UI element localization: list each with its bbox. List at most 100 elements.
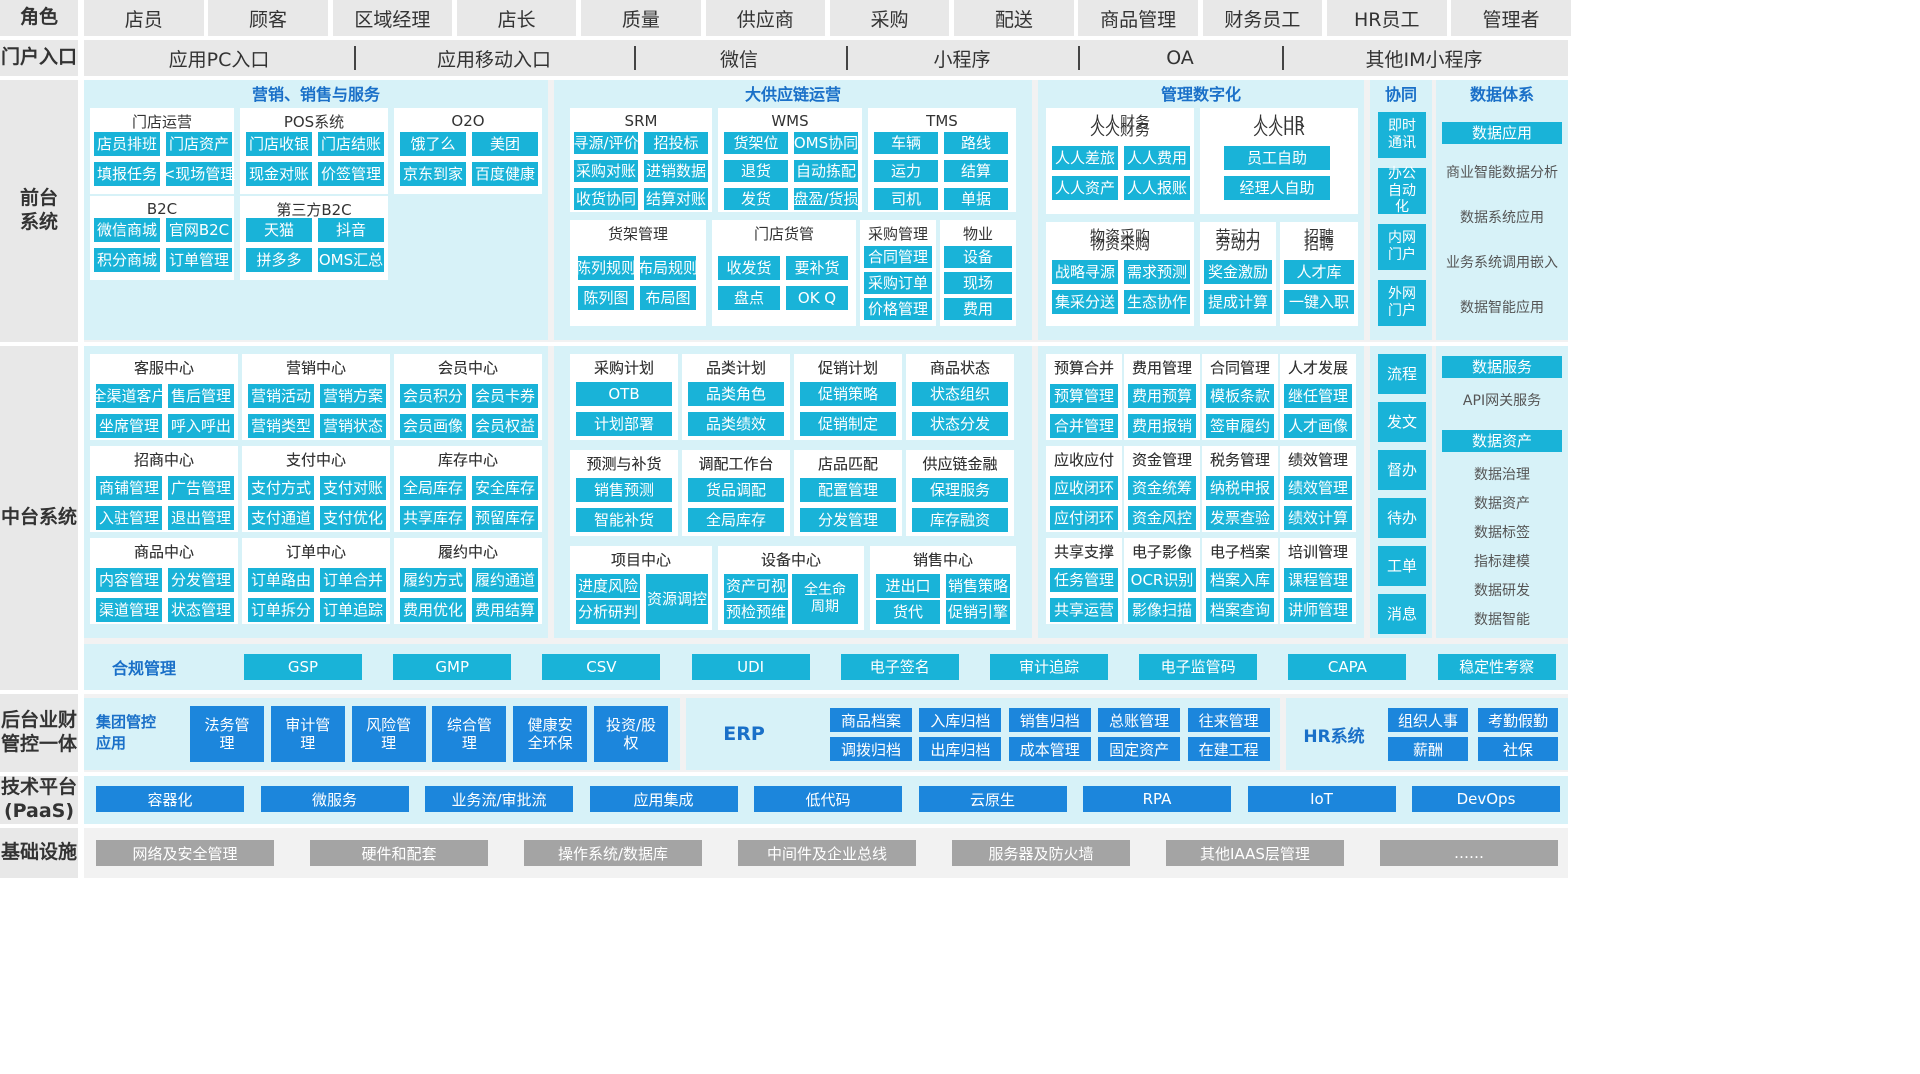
module-chip[interactable]: 货品调配 bbox=[688, 478, 784, 502]
module-chip[interactable]: 现场 bbox=[944, 272, 1012, 294]
module-chip[interactable]: 状态管理 bbox=[168, 598, 234, 622]
module-chip[interactable]: 人才画像 bbox=[1284, 414, 1352, 438]
module-chip[interactable]: 经理人自助 bbox=[1224, 176, 1330, 200]
module-chip[interactable]: 营销类型 bbox=[248, 414, 314, 438]
module-chip[interactable]: 入驻管理 bbox=[96, 506, 162, 530]
compliance-chip[interactable]: UDI bbox=[691, 654, 810, 680]
module-chip[interactable]: 计划部署 bbox=[576, 412, 672, 436]
module-chip[interactable]: <现场管理 bbox=[163, 162, 235, 186]
group-chip[interactable]: 风险管理 bbox=[351, 706, 426, 762]
module-chip[interactable]: 单据 bbox=[944, 188, 1008, 210]
module-chip[interactable]: 结算 bbox=[944, 160, 1008, 182]
module-chip[interactable]: 自动拣配 bbox=[794, 160, 858, 182]
module-chip[interactable]: 签审履约 bbox=[1206, 414, 1274, 438]
module-chip[interactable]: 生态协作 bbox=[1124, 290, 1190, 314]
tech-chip[interactable]: 微服务 bbox=[260, 786, 409, 812]
module-chip[interactable]: 全局库存 bbox=[400, 476, 466, 500]
module-chip[interactable]: 盘盈/货损 bbox=[793, 188, 859, 210]
module-chip[interactable]: 退货 bbox=[724, 160, 788, 182]
group-chip[interactable]: 综合管理 bbox=[432, 706, 507, 762]
module-chip[interactable]: 需求预测 bbox=[1124, 260, 1190, 284]
module-chip[interactable]: 价签管理 bbox=[318, 162, 384, 186]
module-chip[interactable]: 招投标 bbox=[644, 132, 708, 154]
hr-chip[interactable]: 社保 bbox=[1478, 737, 1558, 761]
flow-chip[interactable]: 发文 bbox=[1378, 402, 1426, 442]
module-chip[interactable]: 费用报销 bbox=[1128, 414, 1196, 438]
erp-chip[interactable]: 出库归档 bbox=[919, 737, 1002, 761]
module-chip[interactable]: 数据服务 bbox=[1442, 356, 1562, 378]
module-chip[interactable]: 货架位 bbox=[724, 132, 788, 154]
tech-chip[interactable]: 低代码 bbox=[754, 786, 902, 812]
portal-entry[interactable]: 应用PC入口 bbox=[168, 48, 270, 71]
module-chip[interactable]: 坐席管理 bbox=[96, 414, 162, 438]
module-chip[interactable]: 支付通道 bbox=[248, 506, 314, 530]
flow-chip[interactable]: 消息 bbox=[1378, 594, 1426, 634]
module-chip[interactable]: 百度健康 bbox=[472, 162, 538, 186]
flow-chip[interactable]: 流程 bbox=[1378, 354, 1426, 394]
module-chip[interactable]: 饿了么 bbox=[400, 132, 466, 156]
module-chip[interactable]: 填报任务 bbox=[94, 162, 160, 186]
collab-chip[interactable]: 内网门户 bbox=[1378, 224, 1426, 270]
module-chip[interactable]: 促销引擎 bbox=[946, 600, 1010, 624]
flow-chip[interactable]: 工单 bbox=[1378, 546, 1426, 586]
portal-entry[interactable]: OA bbox=[1166, 47, 1194, 69]
module-chip[interactable]: 全局库存 bbox=[688, 508, 784, 532]
module-chip[interactable]: 订单追踪 bbox=[320, 598, 386, 622]
portal-entry[interactable]: 微信 bbox=[719, 48, 758, 71]
module-chip[interactable]: 要补货 bbox=[786, 256, 848, 280]
module-chip[interactable]: 促销制定 bbox=[800, 412, 896, 436]
module-chip[interactable]: 影像扫描 bbox=[1128, 598, 1196, 622]
module-chip[interactable]: 布局规则 bbox=[638, 256, 698, 280]
compliance-chip[interactable]: 审计追踪 bbox=[990, 654, 1108, 680]
hr-chip[interactable]: 考勤假勤 bbox=[1478, 708, 1558, 732]
compliance-chip[interactable]: GMP bbox=[393, 654, 512, 680]
module-chip[interactable]: 数据资产 bbox=[1442, 430, 1562, 452]
module-chip[interactable]: 进度风险 bbox=[576, 574, 640, 598]
module-chip[interactable]: 京东到家 bbox=[400, 162, 466, 186]
group-chip[interactable]: 投资/股权 bbox=[594, 706, 668, 762]
module-chip[interactable]: 会员卡券 bbox=[472, 384, 538, 408]
module-chip[interactable]: 配置管理 bbox=[800, 478, 896, 502]
erp-chip[interactable]: 固定资产 bbox=[1098, 737, 1181, 761]
module-chip[interactable]: 保理服务 bbox=[912, 478, 1008, 502]
erp-chip[interactable]: 总账管理 bbox=[1098, 708, 1181, 732]
module-chip[interactable]: 数据应用 bbox=[1442, 122, 1562, 144]
module-chip[interactable]: 积分商城 bbox=[94, 248, 160, 272]
module-chip[interactable]: 人人报账 bbox=[1124, 176, 1190, 200]
module-chip[interactable]: 司机 bbox=[874, 188, 938, 210]
module-chip[interactable]: 收发货 bbox=[718, 256, 780, 280]
module-chip[interactable]: 广告管理 bbox=[168, 476, 234, 500]
module-chip[interactable]: 陈列图 bbox=[578, 286, 634, 310]
module-chip[interactable]: 内容管理 bbox=[96, 568, 162, 592]
module-chip[interactable]: 资金风控 bbox=[1128, 506, 1196, 530]
module-chip[interactable]: 支付对账 bbox=[320, 476, 386, 500]
module-chip[interactable]: 运力 bbox=[874, 160, 938, 182]
module-chip[interactable]: OCR识别 bbox=[1128, 568, 1196, 592]
module-chip[interactable]: 现金对账 bbox=[246, 162, 312, 186]
infra-chip[interactable]: 网络及安全管理 bbox=[96, 840, 274, 866]
module-chip[interactable]: 全渠道客户 bbox=[92, 384, 167, 408]
compliance-chip[interactable]: 电子监管码 bbox=[1139, 654, 1258, 680]
module-chip[interactable]: 预算管理 bbox=[1050, 384, 1118, 408]
erp-chip[interactable]: 入库归档 bbox=[919, 708, 1002, 732]
module-chip[interactable]: 退出管理 bbox=[168, 506, 234, 530]
module-chip[interactable]: 订单管理 bbox=[166, 248, 232, 272]
module-chip[interactable]: 车辆 bbox=[874, 132, 938, 154]
infra-chip[interactable]: …… bbox=[1380, 840, 1558, 866]
module-chip[interactable]: 采购对账 bbox=[574, 160, 638, 182]
infra-chip[interactable]: 服务器及防火墙 bbox=[952, 840, 1130, 866]
module-chip[interactable]: 合并管理 bbox=[1050, 414, 1118, 438]
module-chip[interactable]: 订单拆分 bbox=[248, 598, 314, 622]
module-chip[interactable]: 共享库存 bbox=[400, 506, 466, 530]
module-chip[interactable]: 呼入呼出 bbox=[168, 414, 234, 438]
module-chip[interactable]: 分发管理 bbox=[168, 568, 234, 592]
module-chip[interactable]: 人人费用 bbox=[1124, 146, 1190, 170]
module-chip[interactable]: 状态分发 bbox=[912, 412, 1008, 436]
portal-entry[interactable]: 其他IM小程序 bbox=[1365, 48, 1483, 71]
module-chip[interactable]: 结算对账 bbox=[644, 188, 708, 210]
module-chip[interactable]: 会员权益 bbox=[472, 414, 538, 438]
module-chip[interactable]: 采购订单 bbox=[864, 272, 932, 294]
tech-chip[interactable]: RPA bbox=[1083, 786, 1231, 812]
module-chip[interactable]: OK Q bbox=[786, 286, 848, 310]
module-chip[interactable]: 讲师管理 bbox=[1284, 598, 1352, 622]
